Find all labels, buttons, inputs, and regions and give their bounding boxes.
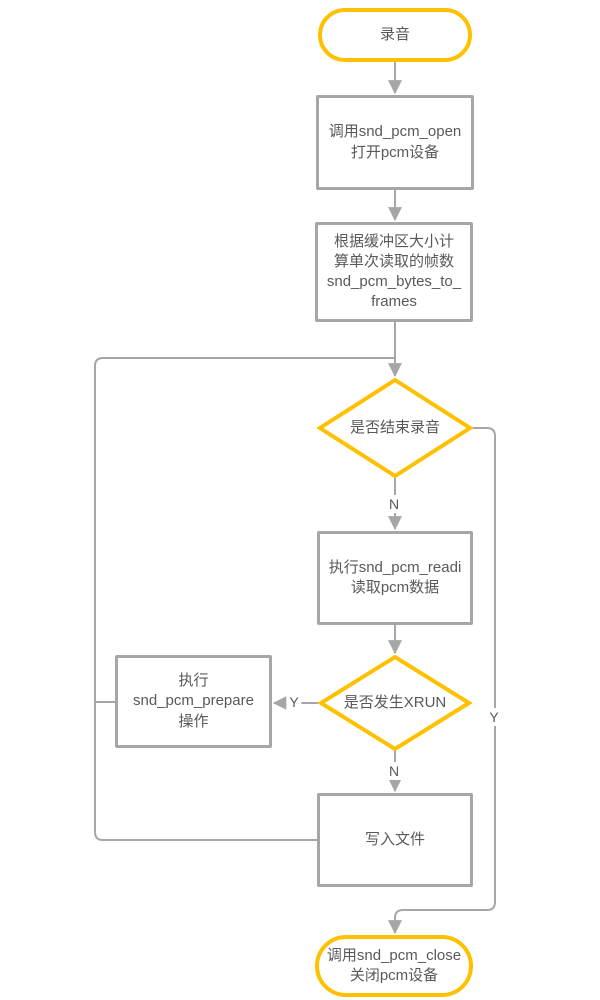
diamond-shape	[318, 655, 472, 751]
diamond-shape	[317, 378, 473, 478]
node-close-terminator: 调用snd_pcm_close 关闭pcm设备	[315, 935, 473, 997]
node-finish-check-decision: 是否结束录音	[317, 378, 473, 478]
node-label: 根据缓冲区大小计 算单次读取的帧数 snd_pcm_bytes_to_ fram…	[326, 232, 462, 311]
node-prepare-process: 执行 snd_pcm_prepare 操作	[115, 655, 272, 748]
node-calc-frames-process: 根据缓冲区大小计 算单次读取的帧数 snd_pcm_bytes_to_ fram…	[315, 222, 473, 322]
node-open-pcm-process: 调用snd_pcm_open 打开pcm设备	[316, 95, 474, 190]
node-xrun-check-decision: 是否发生XRUN	[318, 655, 472, 751]
node-label: 调用snd_pcm_close 关闭pcm设备	[326, 946, 462, 984]
node-start-terminator: 录音	[318, 8, 472, 62]
node-label: 写入文件	[364, 830, 425, 848]
node-label: 调用snd_pcm_open 打开pcm设备	[328, 123, 462, 161]
node-label: 执行 snd_pcm_prepare 操作	[133, 672, 254, 730]
node-label: 是否发生XRUN	[343, 693, 447, 711]
edge-label-finish-no: N	[385, 495, 403, 513]
node-label: 执行snd_pcm_readi 读取pcm数据	[328, 558, 462, 596]
edge-finish-yes-to-close	[388, 427, 496, 935]
node-label: 录音	[379, 25, 410, 43]
node-label: 是否结束录音	[349, 418, 440, 436]
edge-label-finish-yes: Y	[486, 708, 502, 726]
node-write-file-process: 写入文件	[317, 793, 473, 887]
edge-write-loop-back	[94, 357, 395, 841]
edge-label-xrun-yes: Y	[286, 693, 302, 711]
edge-label-xrun-no: N	[385, 762, 403, 780]
node-read-pcm-process: 执行snd_pcm_readi 读取pcm数据	[317, 531, 473, 625]
